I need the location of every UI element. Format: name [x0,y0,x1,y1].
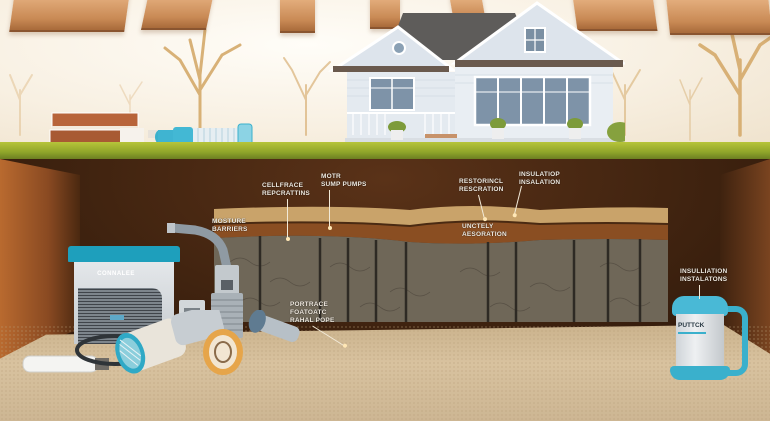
label-insulation-installations: INSULLIATION INSTALATONS [680,268,728,283]
label-cellspace: CELLFRACE REPCRATTINS [262,182,310,197]
container-body [676,314,724,368]
label-portrace: PORTRACE FOATOATC RAHAL POPE [290,301,335,324]
container-handle [714,306,748,376]
foreground-pipes-and-fittings [22,310,300,375]
label-moisture-barriers: MOSTURE BARRIERS [212,218,248,233]
dehumidifier-badge [110,315,124,320]
grass-ground-line [0,142,770,159]
leader-line [285,199,290,241]
label-restoring: RESTORINCL RESCRATION [459,178,504,193]
wooden-beam [665,0,770,35]
container-base [670,366,730,380]
wooden-beam [140,0,215,30]
leader-line [327,190,332,230]
label-insulation-top: INSULATIOP INSALATION [519,171,561,186]
moisture-barrier-wall [213,206,669,322]
label-unctely-absorption: UNCTELY AESORATION [462,223,507,238]
leader-line [699,285,700,299]
wooden-beam [370,0,400,29]
dehumidifier-lid [68,246,180,262]
blue-container: PUTTCK [670,296,750,382]
container-brand: PUTTCK [678,322,705,329]
dehumidifier-brand: CONNALEE [97,271,135,277]
container-stripe [678,332,706,334]
container-lid [672,296,728,316]
wooden-beam [9,0,130,32]
house [328,1,625,144]
label-sump-pumps: MOTR SUMP PUMPS [321,173,367,188]
wooden-beam [280,0,315,33]
background-trees [9,23,770,141]
